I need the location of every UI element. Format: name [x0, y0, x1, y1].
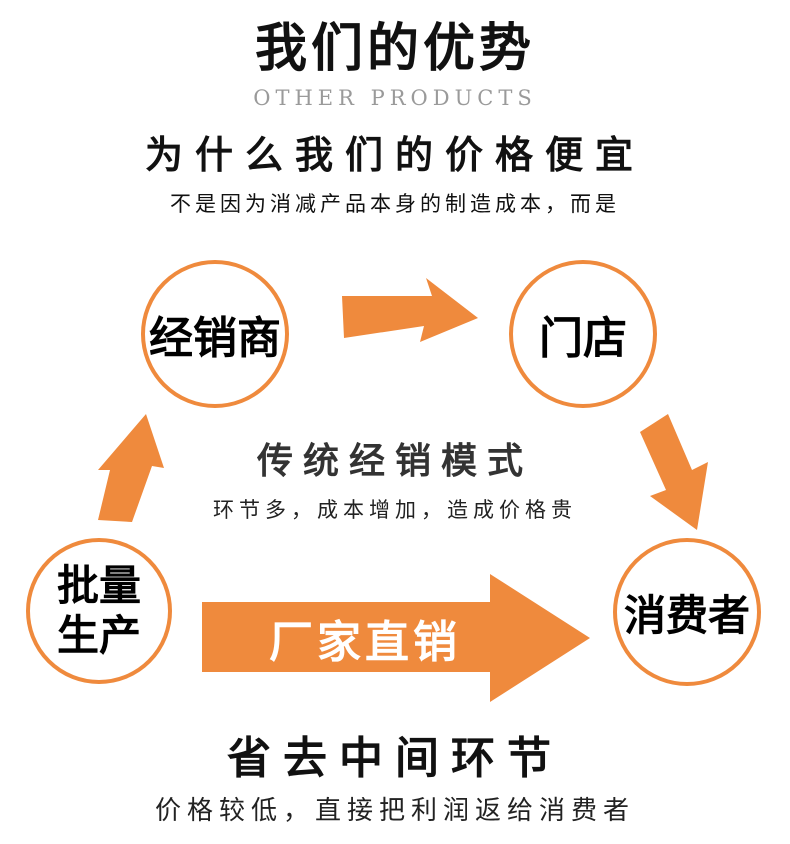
arrow-producer-to-distributor	[98, 414, 164, 522]
traditional-mode-title: 传统经销模式	[256, 441, 533, 482]
node-distributor: 经销商	[141, 260, 289, 408]
arrow-store-to-consumer	[640, 414, 708, 530]
node-store-label: 门店	[539, 313, 627, 364]
traditional-mode-description: 环节多，成本增加，造成价格贵	[213, 498, 577, 522]
page-subtitle: OTHER PRODUCTS	[253, 86, 537, 110]
node-consumer-label: 消费者	[623, 590, 750, 640]
arrow-direct-sales	[202, 574, 590, 702]
question-heading: 为什么我们的价格便宜	[144, 133, 645, 177]
footer-description: 价格较低，直接把利润返给消费者	[154, 796, 635, 826]
node-producer: 批量 生产	[26, 538, 172, 684]
node-distributor-label: 经销商	[149, 313, 281, 364]
footer-title: 省去中间环节	[227, 733, 563, 784]
direct-sales-label: 厂家直销	[269, 617, 461, 668]
node-store: 门店	[509, 260, 657, 408]
page-title: 我们的优势	[254, 18, 535, 79]
node-producer-label-line2: 生产	[56, 611, 141, 660]
node-consumer: 消费者	[613, 538, 761, 686]
node-producer-label-line1: 批量	[56, 561, 141, 610]
reason-text: 不是因为消减产品本身的制造成本，而是	[170, 192, 620, 216]
arrow-distributor-to-store	[342, 278, 478, 342]
